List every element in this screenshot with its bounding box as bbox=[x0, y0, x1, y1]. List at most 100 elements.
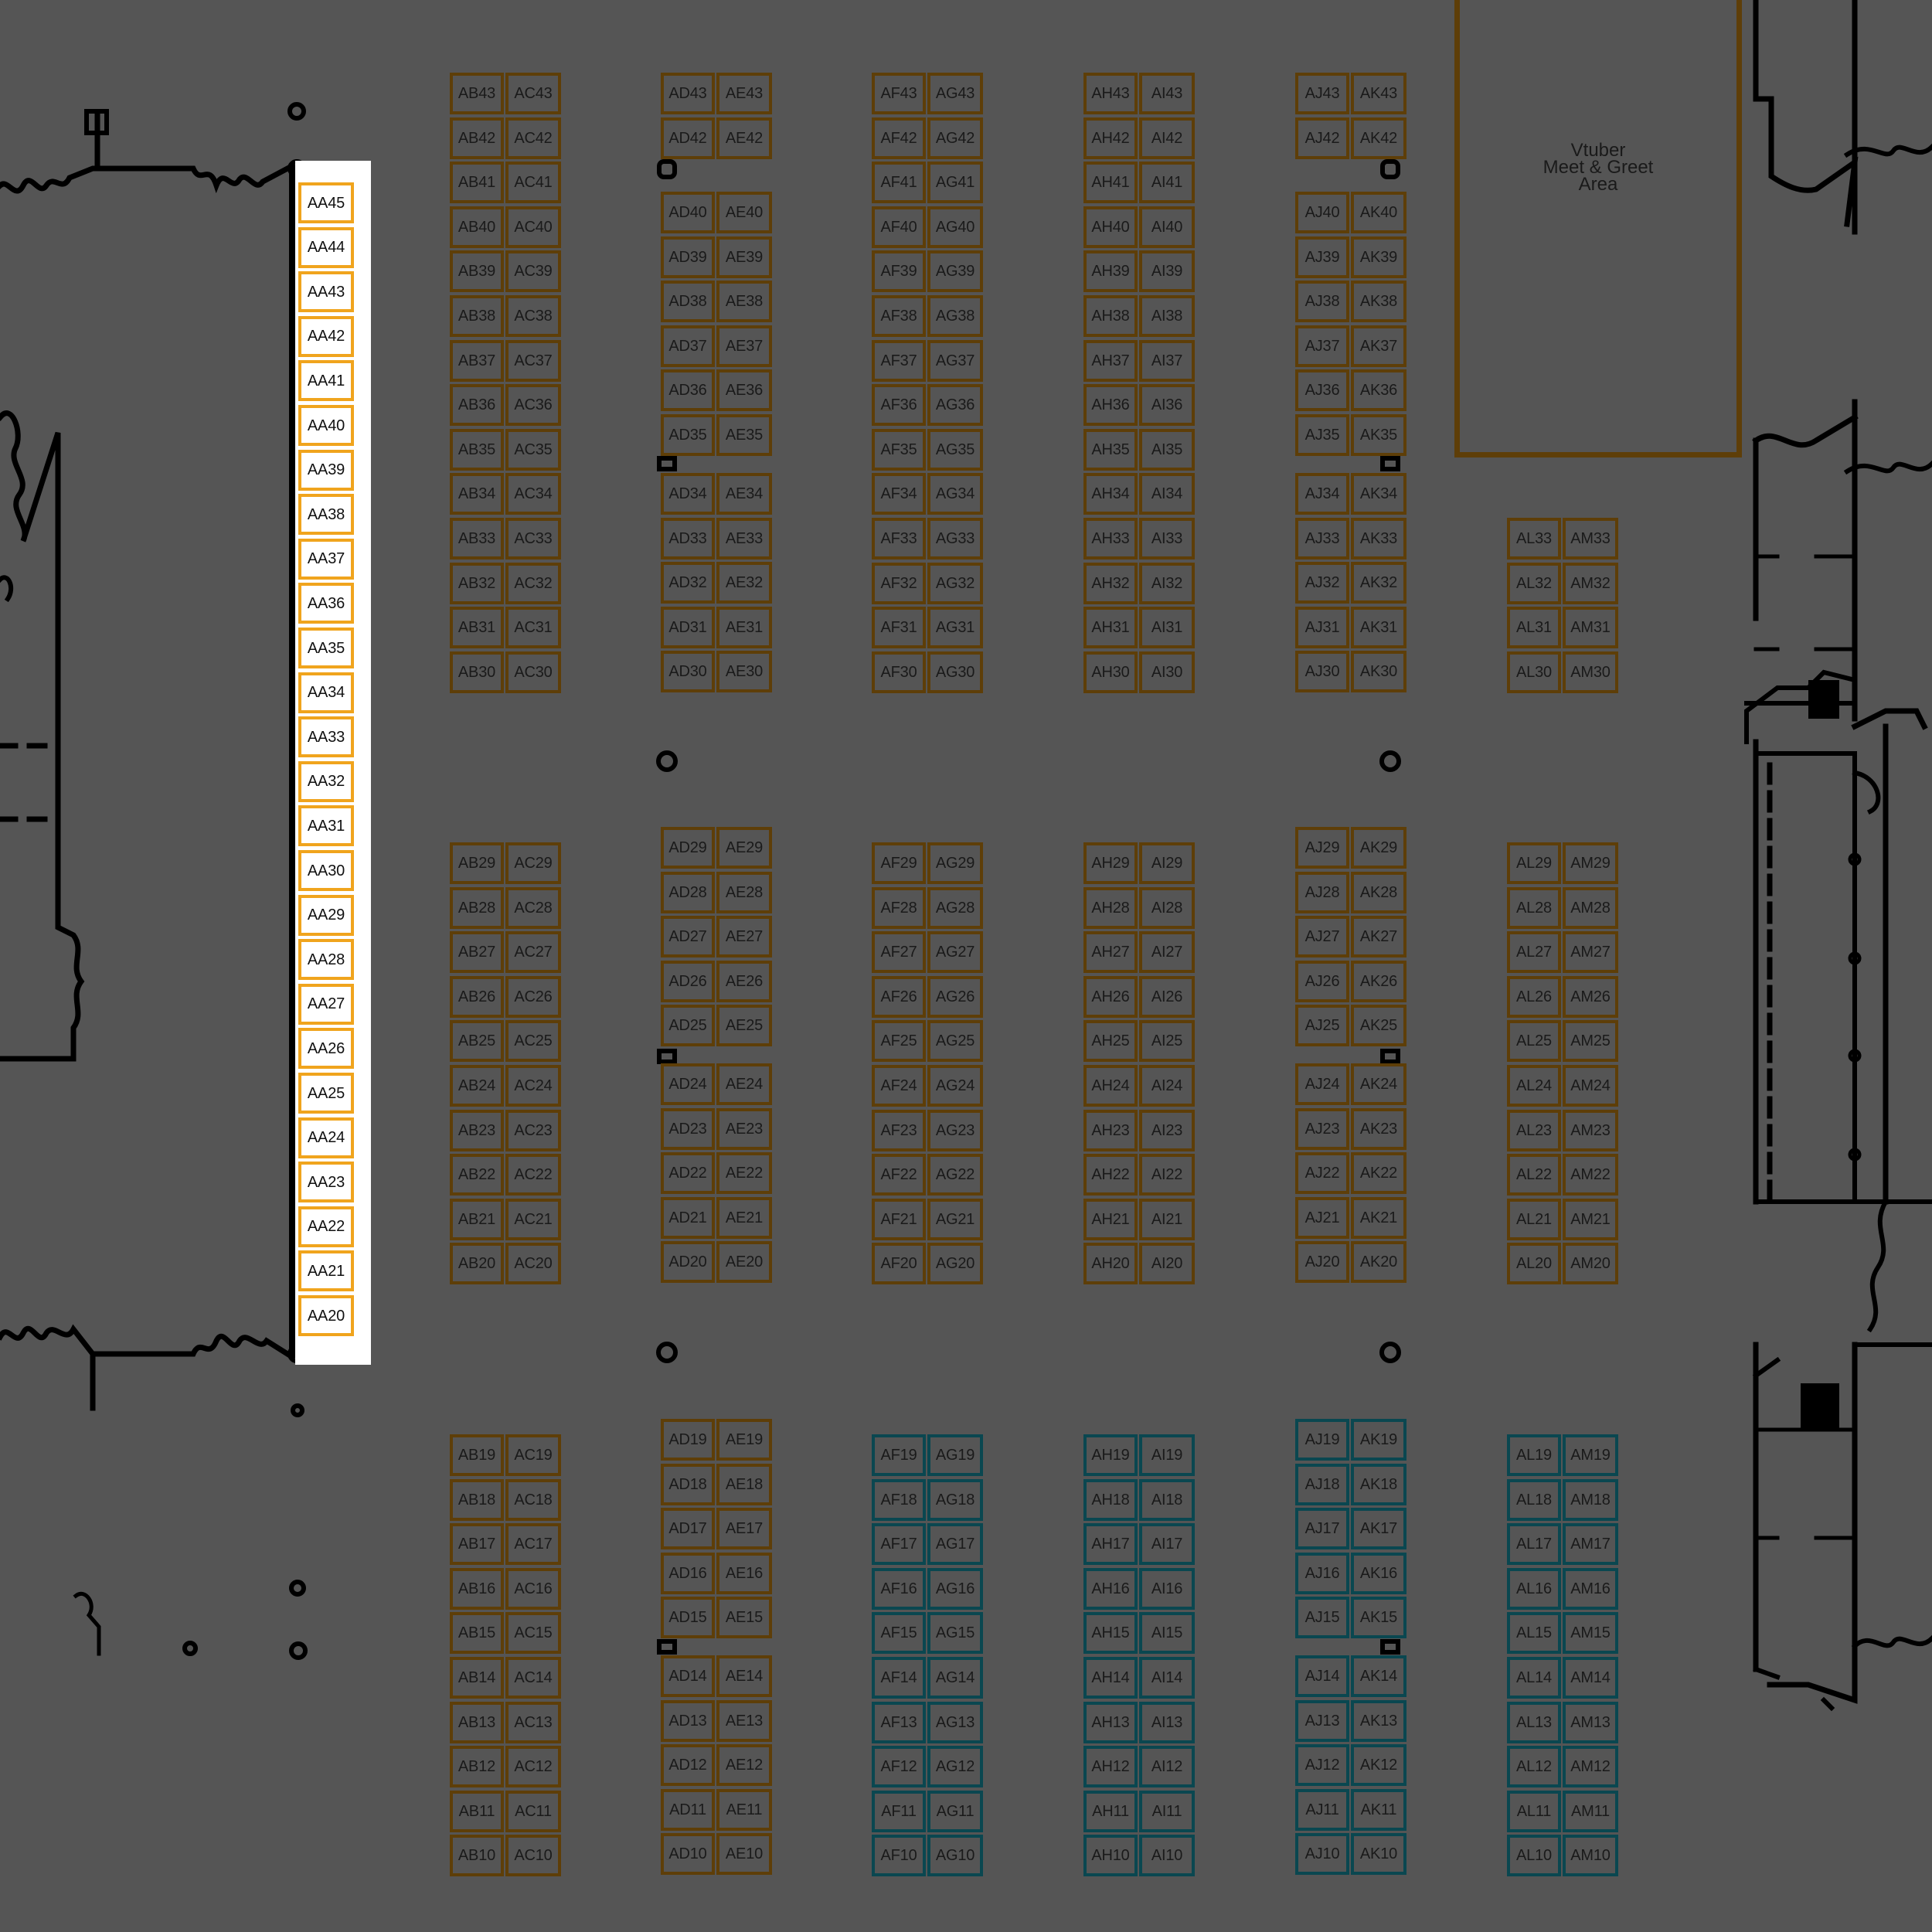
booth-ah37[interactable]: AH37 bbox=[1083, 339, 1138, 382]
booth-ab24[interactable]: AB24 bbox=[450, 1065, 504, 1107]
booth-ad13[interactable]: AD13 bbox=[661, 1699, 715, 1742]
booth-ae26[interactable]: AE26 bbox=[716, 960, 772, 1002]
booth-aj34[interactable]: AJ34 bbox=[1295, 473, 1349, 515]
booth-ak28[interactable]: AK28 bbox=[1351, 871, 1406, 913]
booth-af16[interactable]: AF16 bbox=[872, 1567, 926, 1610]
booth-ac40[interactable]: AC40 bbox=[505, 206, 561, 248]
booth-ac36[interactable]: AC36 bbox=[505, 384, 561, 427]
booth-ac24[interactable]: AC24 bbox=[505, 1065, 561, 1107]
booth-aj35[interactable]: AJ35 bbox=[1295, 414, 1349, 456]
booth-aa28[interactable]: AA28 bbox=[298, 939, 354, 981]
booth-aj28[interactable]: AJ28 bbox=[1295, 871, 1349, 913]
booth-ab10[interactable]: AB10 bbox=[450, 1835, 504, 1877]
booth-ag33[interactable]: AG33 bbox=[927, 518, 983, 560]
booth-aj15[interactable]: AJ15 bbox=[1295, 1597, 1349, 1639]
booth-ah25[interactable]: AH25 bbox=[1083, 1020, 1138, 1063]
booth-ah13[interactable]: AH13 bbox=[1083, 1701, 1138, 1743]
booth-aa39[interactable]: AA39 bbox=[298, 449, 354, 491]
booth-ah31[interactable]: AH31 bbox=[1083, 607, 1138, 649]
booth-ab33[interactable]: AB33 bbox=[450, 518, 504, 560]
booth-ai20[interactable]: AI20 bbox=[1139, 1243, 1195, 1285]
booth-ai23[interactable]: AI23 bbox=[1139, 1109, 1195, 1151]
booth-ak27[interactable]: AK27 bbox=[1351, 916, 1406, 958]
booth-ac22[interactable]: AC22 bbox=[505, 1154, 561, 1196]
booth-ah11[interactable]: AH11 bbox=[1083, 1790, 1138, 1832]
booth-ag14[interactable]: AG14 bbox=[927, 1657, 983, 1699]
booth-ag22[interactable]: AG22 bbox=[927, 1154, 983, 1196]
booth-am20[interactable]: AM20 bbox=[1563, 1243, 1618, 1285]
booth-ac25[interactable]: AC25 bbox=[505, 1020, 561, 1063]
booth-ag27[interactable]: AG27 bbox=[927, 931, 983, 974]
booth-ac20[interactable]: AC20 bbox=[505, 1243, 561, 1285]
booth-aa45[interactable]: AA45 bbox=[298, 182, 354, 223]
booth-al29[interactable]: AL29 bbox=[1507, 842, 1561, 884]
booth-ag26[interactable]: AG26 bbox=[927, 975, 983, 1018]
booth-ad20[interactable]: AD20 bbox=[661, 1241, 715, 1284]
booth-am11[interactable]: AM11 bbox=[1563, 1790, 1618, 1832]
booth-ak16[interactable]: AK16 bbox=[1351, 1552, 1406, 1594]
booth-ab21[interactable]: AB21 bbox=[450, 1198, 504, 1240]
booth-ah35[interactable]: AH35 bbox=[1083, 428, 1138, 471]
booth-aj20[interactable]: AJ20 bbox=[1295, 1241, 1349, 1284]
booth-ah36[interactable]: AH36 bbox=[1083, 384, 1138, 427]
booth-ak10[interactable]: AK10 bbox=[1351, 1833, 1406, 1876]
booth-ae22[interactable]: AE22 bbox=[716, 1152, 772, 1195]
booth-ab42[interactable]: AB42 bbox=[450, 117, 504, 159]
booth-ag18[interactable]: AG18 bbox=[927, 1478, 983, 1521]
booth-ad42[interactable]: AD42 bbox=[661, 117, 715, 159]
booth-ad30[interactable]: AD30 bbox=[661, 651, 715, 693]
booth-al31[interactable]: AL31 bbox=[1507, 607, 1561, 649]
booth-ag32[interactable]: AG32 bbox=[927, 562, 983, 604]
booth-ad39[interactable]: AD39 bbox=[661, 236, 715, 278]
booth-ab23[interactable]: AB23 bbox=[450, 1109, 504, 1151]
booth-aa34[interactable]: AA34 bbox=[298, 672, 354, 713]
booth-ah42[interactable]: AH42 bbox=[1083, 117, 1138, 159]
booth-ai28[interactable]: AI28 bbox=[1139, 886, 1195, 929]
booth-aj21[interactable]: AJ21 bbox=[1295, 1196, 1349, 1239]
booth-ae25[interactable]: AE25 bbox=[716, 1005, 772, 1047]
booth-ad43[interactable]: AD43 bbox=[661, 73, 715, 114]
booth-aj40[interactable]: AJ40 bbox=[1295, 192, 1349, 233]
booth-aj24[interactable]: AJ24 bbox=[1295, 1063, 1349, 1105]
booth-aj43[interactable]: AJ43 bbox=[1295, 73, 1349, 114]
booth-ak35[interactable]: AK35 bbox=[1351, 414, 1406, 456]
booth-ag10[interactable]: AG10 bbox=[927, 1835, 983, 1877]
booth-ac28[interactable]: AC28 bbox=[505, 886, 561, 929]
booth-ak43[interactable]: AK43 bbox=[1351, 73, 1406, 114]
booth-aa42[interactable]: AA42 bbox=[298, 315, 354, 357]
booth-al33[interactable]: AL33 bbox=[1507, 518, 1561, 560]
booth-ab11[interactable]: AB11 bbox=[450, 1790, 504, 1832]
booth-ah18[interactable]: AH18 bbox=[1083, 1478, 1138, 1521]
booth-ad12[interactable]: AD12 bbox=[661, 1744, 715, 1787]
booth-ad29[interactable]: AD29 bbox=[661, 827, 715, 869]
booth-ab12[interactable]: AB12 bbox=[450, 1746, 504, 1788]
booth-ac13[interactable]: AC13 bbox=[505, 1701, 561, 1743]
booth-al26[interactable]: AL26 bbox=[1507, 975, 1561, 1018]
booth-ak19[interactable]: AK19 bbox=[1351, 1419, 1406, 1461]
booth-aj36[interactable]: AJ36 bbox=[1295, 369, 1349, 412]
booth-af35[interactable]: AF35 bbox=[872, 428, 926, 471]
booth-ab18[interactable]: AB18 bbox=[450, 1478, 504, 1521]
booth-af13[interactable]: AF13 bbox=[872, 1701, 926, 1743]
booth-ae35[interactable]: AE35 bbox=[716, 414, 772, 456]
booth-ae16[interactable]: AE16 bbox=[716, 1552, 772, 1594]
booth-ab26[interactable]: AB26 bbox=[450, 975, 504, 1018]
booth-al12[interactable]: AL12 bbox=[1507, 1746, 1561, 1788]
booth-af34[interactable]: AF34 bbox=[872, 473, 926, 515]
booth-ac12[interactable]: AC12 bbox=[505, 1746, 561, 1788]
booth-ak38[interactable]: AK38 bbox=[1351, 281, 1406, 323]
booth-ah26[interactable]: AH26 bbox=[1083, 975, 1138, 1018]
booth-ag13[interactable]: AG13 bbox=[927, 1701, 983, 1743]
booth-ah39[interactable]: AH39 bbox=[1083, 250, 1138, 293]
booth-ae40[interactable]: AE40 bbox=[716, 192, 772, 233]
booth-aj25[interactable]: AJ25 bbox=[1295, 1005, 1349, 1047]
booth-ag41[interactable]: AG41 bbox=[927, 162, 983, 204]
booth-ac27[interactable]: AC27 bbox=[505, 931, 561, 974]
booth-ag31[interactable]: AG31 bbox=[927, 607, 983, 649]
booth-aa31[interactable]: AA31 bbox=[298, 805, 354, 847]
booth-am12[interactable]: AM12 bbox=[1563, 1746, 1618, 1788]
booth-aa43[interactable]: AA43 bbox=[298, 271, 354, 313]
booth-ae29[interactable]: AE29 bbox=[716, 827, 772, 869]
booth-ad18[interactable]: AD18 bbox=[661, 1463, 715, 1505]
booth-ad24[interactable]: AD24 bbox=[661, 1063, 715, 1105]
